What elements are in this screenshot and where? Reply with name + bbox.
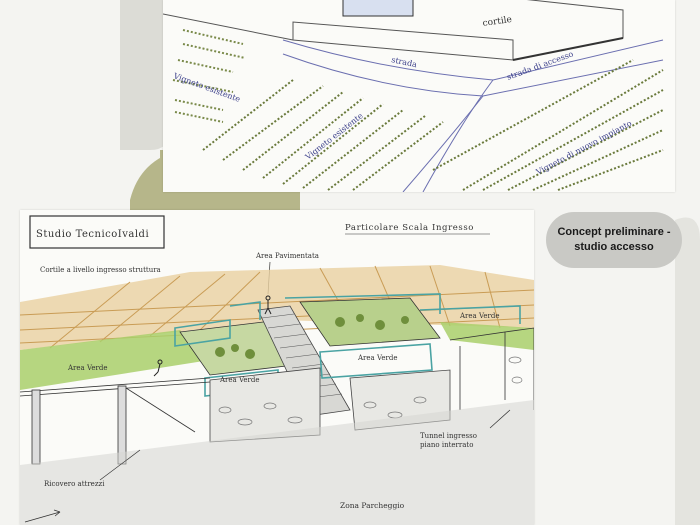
lower-structure xyxy=(20,327,534,465)
green-area-right xyxy=(440,322,534,350)
person-figures xyxy=(153,295,272,377)
label-area-verde-sx: Area Verde xyxy=(67,364,107,372)
studio-title-box xyxy=(29,215,165,249)
label-area-verde-centro: Area Verde xyxy=(357,354,397,362)
label-vigneto-sinistra: Vigneto esistente xyxy=(171,71,241,104)
sketch-heading: Particolare Scala Ingresso xyxy=(345,223,474,233)
label-cortile: cortile xyxy=(482,15,513,29)
label-parcheggio: Zona Parcheggio xyxy=(340,501,405,510)
label-cortile-livello: Cortile a livello ingresso struttura xyxy=(40,266,161,274)
studio-title: Studio TecnicoIvaldi xyxy=(36,229,149,240)
entrance-stair-sketch: Studio TecnicoIvaldi Particolare Scala I… xyxy=(20,210,534,525)
green-area-left xyxy=(20,330,210,390)
entrance-stair-drawing: Studio TecnicoIvaldi Particolare Scala I… xyxy=(20,215,534,525)
label-area-pavimentata: Area Pavimentata xyxy=(255,252,319,260)
label-tunnel-line1: Tunnel ingresso xyxy=(420,432,477,440)
label-vigneto-destra: Vigneto di nuovo impianto xyxy=(534,119,634,178)
shrubs xyxy=(215,314,409,359)
label-vigneto-centro: Vigneto esistente xyxy=(303,111,365,162)
label-strada: strada xyxy=(391,55,418,69)
label-area-verde-basso: Area Verde xyxy=(219,376,259,384)
railings xyxy=(174,293,521,397)
vineyard-rows-center xyxy=(202,79,444,191)
caption-text: Concept preliminare - studio accesso xyxy=(557,226,671,253)
label-ricovero: Ricovero attrezzi xyxy=(44,480,105,488)
label-tunnel: Tunnel ingresso piano interrato xyxy=(420,432,479,449)
vineyard-rows-left xyxy=(172,29,246,123)
caption-badge: Concept preliminare - studio accesso xyxy=(546,212,682,268)
vineyard-rows-right xyxy=(432,59,664,191)
label-tunnel-line2: piano interrato xyxy=(420,441,473,449)
label-area-verde-dx: Area Verde xyxy=(459,312,499,320)
site-plan-drawing: cortile strada strada di accesso Vigneto… xyxy=(163,0,664,192)
parking-area xyxy=(20,400,534,525)
site-plan-sketch: cortile strada strada di accesso Vigneto… xyxy=(163,0,675,192)
